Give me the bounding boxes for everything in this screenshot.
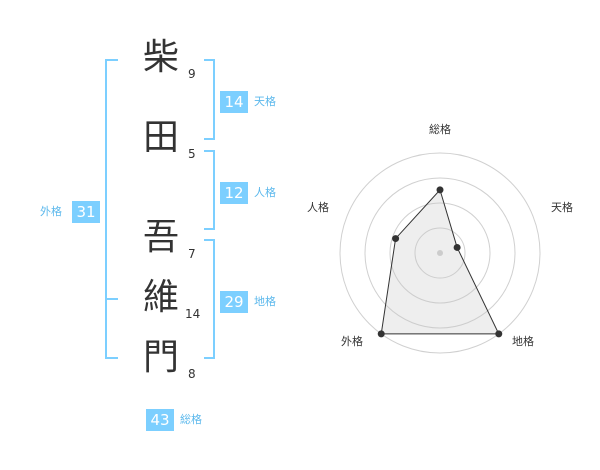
tenkaku-value-badge: 14: [220, 91, 248, 113]
tenkaku-label: 天格: [254, 95, 276, 108]
chikaku-label: 地格: [254, 295, 276, 308]
name-char-3: 吾: [142, 217, 179, 258]
jinkaku-bracket: [204, 150, 215, 230]
name-char-4: 維: [142, 277, 179, 318]
radar-point-2: [453, 243, 461, 251]
radar-ring: [339, 152, 541, 354]
radar-axis-label-gaikaku: 外格: [341, 335, 363, 348]
stroke-count-4: 14: [185, 307, 201, 321]
name-char-2: 田: [142, 117, 179, 158]
radar-point-5: [392, 235, 400, 243]
chikaku-value-badge: 29: [220, 291, 248, 313]
stroke-count-5: 8: [188, 367, 196, 381]
radar-center: [437, 250, 443, 256]
tenkaku-bracket: [204, 59, 215, 140]
radar-point-3: [495, 330, 503, 338]
soukaku-label: 総格: [180, 413, 202, 426]
gaikaku-bracket-outer: [105, 59, 118, 359]
radar-point-4: [377, 330, 385, 338]
stroke-count-3: 7: [188, 247, 196, 261]
radar-point-1: [436, 186, 444, 194]
radar-axis-label-chikaku: 地格: [512, 335, 534, 348]
gaikaku-label: 外格: [40, 205, 62, 218]
gaikaku-value-badge: 31: [72, 201, 100, 223]
radar-axis-label-tenkaku: 天格: [551, 201, 573, 214]
jinkaku-value-badge: 12: [220, 182, 248, 204]
name-char-5: 門: [142, 337, 179, 378]
radar-series-polygon: [380, 188, 500, 335]
radar-ring: [414, 227, 466, 279]
radar-ring: [364, 177, 516, 329]
stroke-count-1: 9: [188, 67, 196, 81]
jinkaku-label: 人格: [254, 186, 276, 199]
stroke-count-2: 5: [188, 147, 196, 161]
soukaku-value-badge: 43: [146, 409, 174, 431]
chikaku-bracket: [204, 239, 215, 359]
name-char-1: 柴: [142, 37, 179, 78]
radar-axis-label-jinkaku: 人格: [307, 201, 329, 214]
radar-axis-label-soukaku: 総格: [429, 123, 451, 136]
radar-ring: [389, 202, 491, 304]
